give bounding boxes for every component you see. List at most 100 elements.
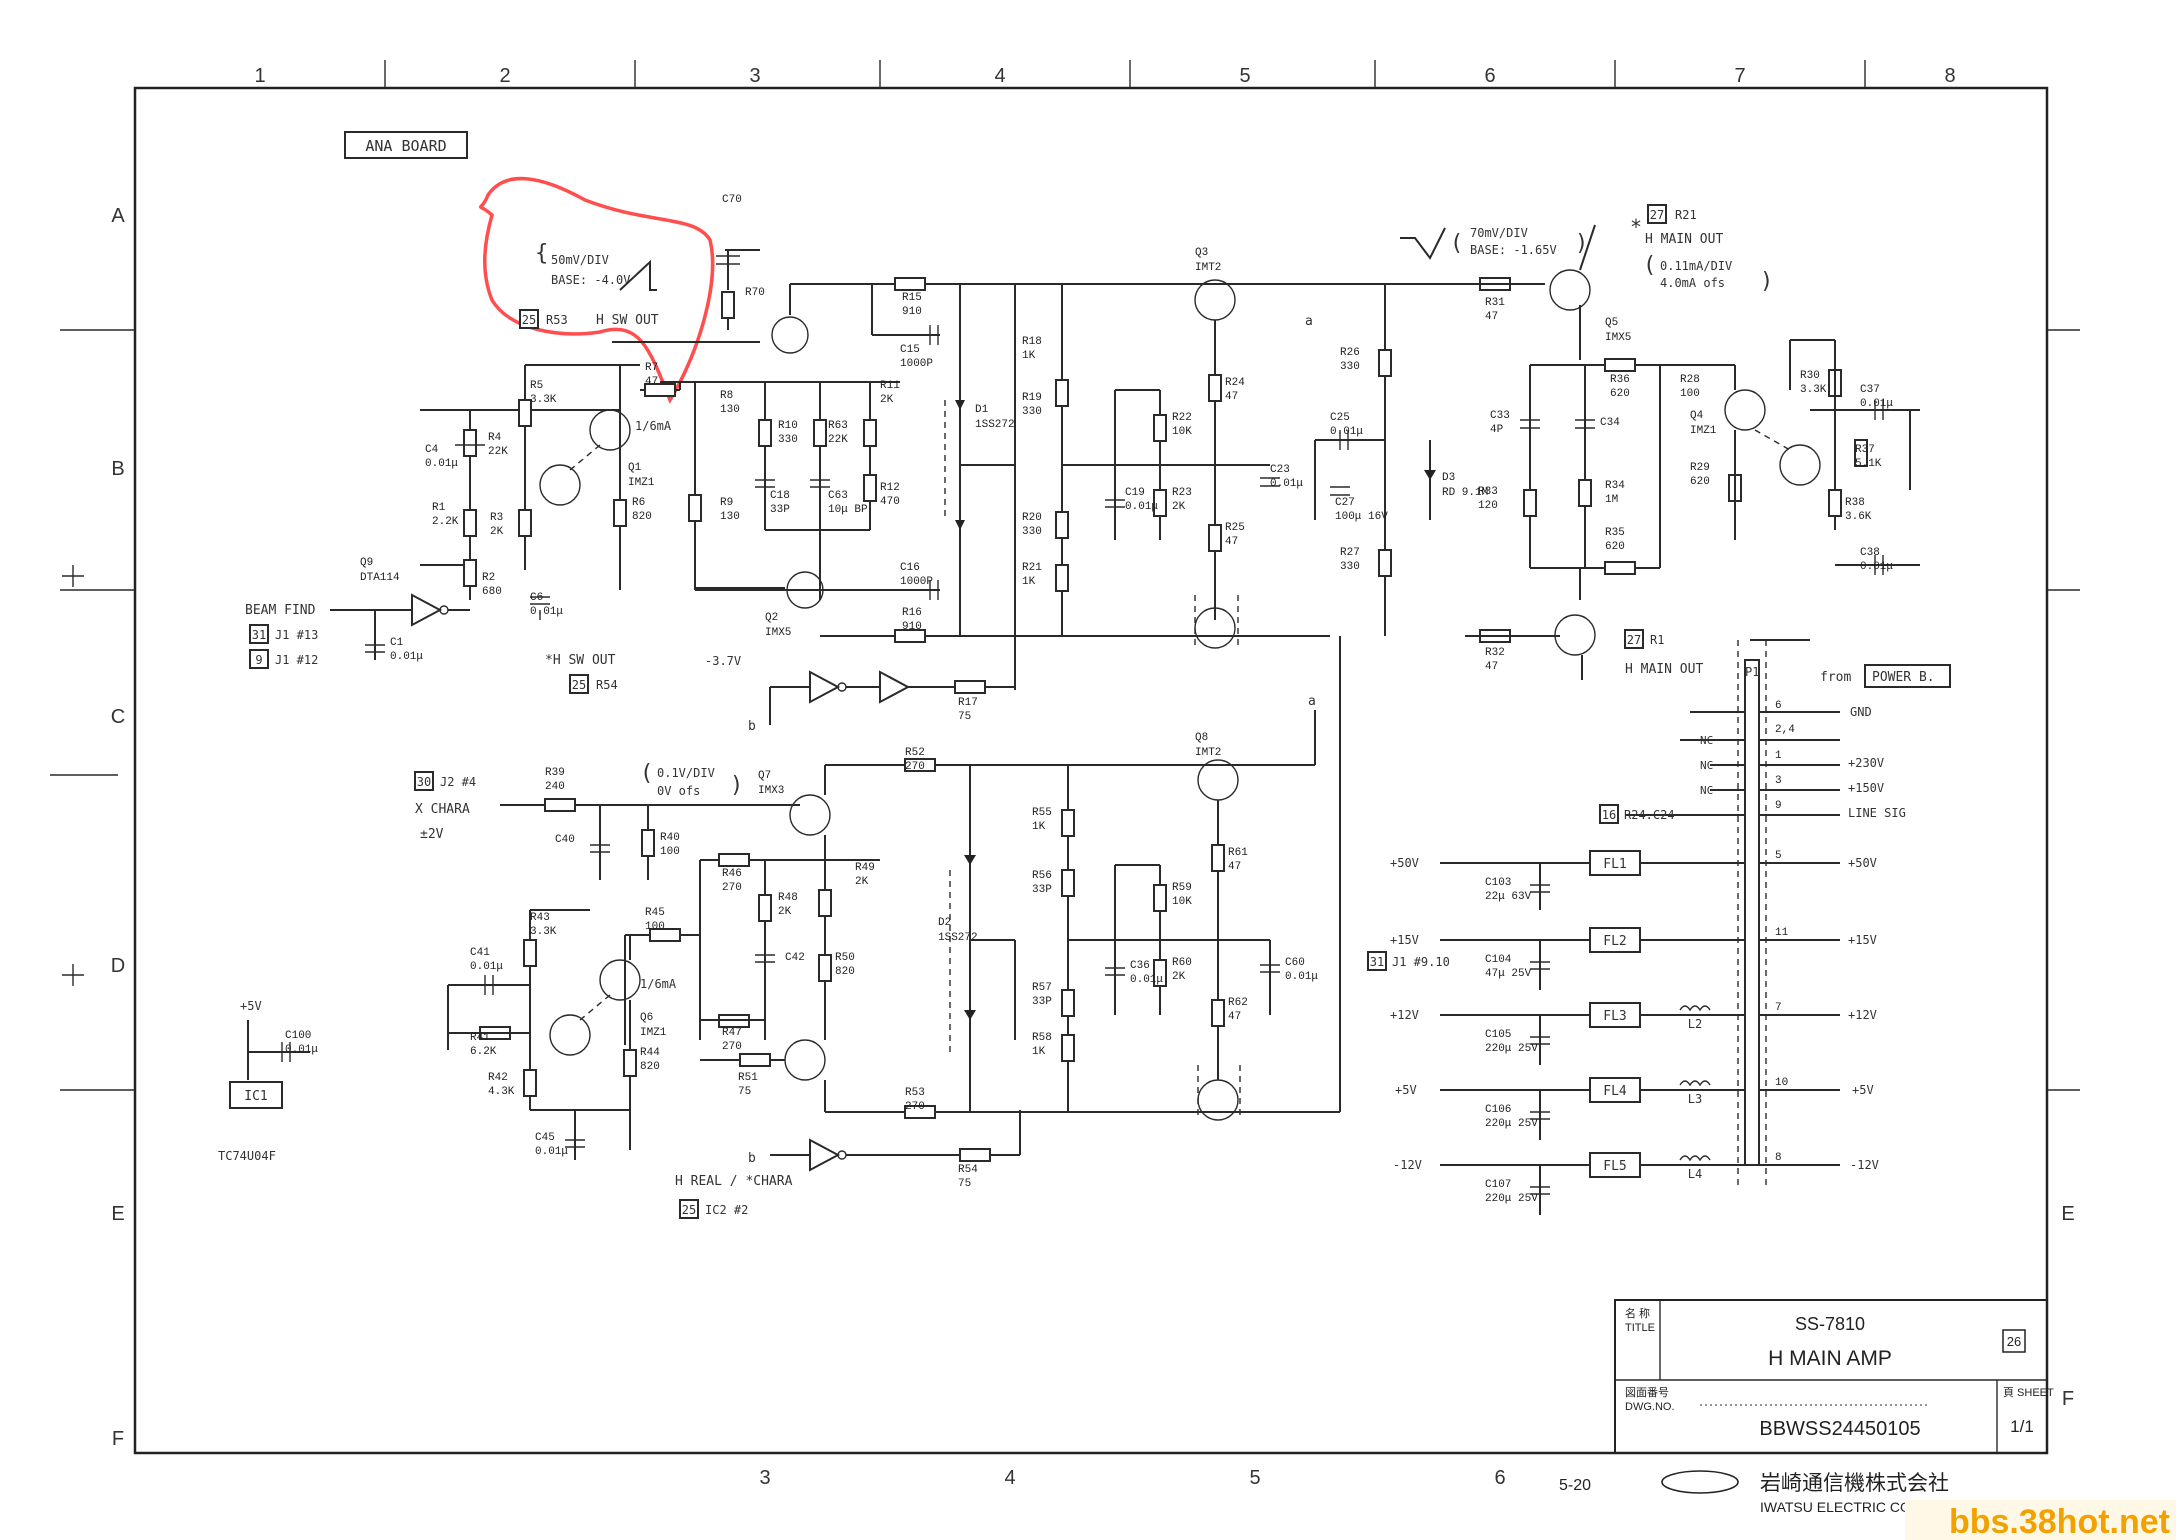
svg-text:GND: GND bbox=[1850, 705, 1872, 719]
drawing-number: BBWSS24450105 bbox=[1759, 1418, 1920, 1440]
resistor-ref: R9 bbox=[720, 497, 733, 509]
transistor-part: IMZ1 bbox=[640, 1027, 667, 1039]
resistor-ref: R30 bbox=[1800, 370, 1820, 382]
resistor-ref: R8 bbox=[720, 390, 733, 402]
resistor-ref: R41 bbox=[470, 1032, 490, 1044]
current-main: 0.11mA/DIV bbox=[1660, 259, 1732, 273]
capacitor-value: 220μ 25V bbox=[1485, 1193, 1538, 1205]
capacitor-value: 0.01μ bbox=[1130, 974, 1163, 986]
resistor-value: 620 bbox=[1610, 388, 1630, 400]
resistor-value: 910 bbox=[902, 621, 922, 633]
grid-row-label: D bbox=[111, 955, 125, 977]
svg-text:DWG.NO.: DWG.NO. bbox=[1625, 1401, 1675, 1413]
capacitor-ref: C70 bbox=[722, 194, 742, 206]
resistor-ref: R25 bbox=[1225, 522, 1245, 534]
resistor-ref: R22 bbox=[1172, 412, 1192, 424]
resistor-value: 1K bbox=[1032, 1046, 1046, 1058]
grid-row-label: F bbox=[2062, 1388, 2074, 1410]
svg-text:+5V: +5V bbox=[1852, 1083, 1874, 1097]
svg-text:27: 27 bbox=[1650, 208, 1664, 222]
resistor-value: 2.2K bbox=[432, 516, 459, 528]
resistor-value: 100 bbox=[1680, 388, 1700, 400]
transistor-ref: Q9 bbox=[360, 557, 373, 569]
capacitor-ref: C36 bbox=[1130, 960, 1150, 972]
inductor-label: L4 bbox=[1688, 1167, 1702, 1181]
svg-text:J1 #13: J1 #13 bbox=[275, 628, 318, 642]
resistor-value: 100 bbox=[645, 921, 665, 933]
svg-text:図面番号: 図面番号 bbox=[1625, 1386, 1669, 1399]
connector-pin: 7 bbox=[1775, 1002, 1782, 1014]
connector-label: R53 bbox=[546, 313, 568, 327]
svg-text:9: 9 bbox=[255, 653, 262, 667]
resistor-ref: R60 bbox=[1172, 957, 1192, 969]
svg-text:+5V: +5V bbox=[240, 999, 262, 1013]
resistor-value: 2K bbox=[880, 394, 894, 406]
capacitor-ref: C25 bbox=[1330, 412, 1350, 424]
resistor-value: 3.3K bbox=[530, 926, 557, 938]
capacitor-value: 0.01μ bbox=[1860, 398, 1893, 410]
transistor-part: DTA114 bbox=[360, 572, 400, 584]
sheet-count: 1/1 bbox=[2010, 1417, 2034, 1436]
filter-label: FL4 bbox=[1603, 1084, 1627, 1099]
grid-row-label: C bbox=[111, 706, 125, 728]
grid-column-label: 7 bbox=[1734, 65, 1745, 87]
connector-pin: 6 bbox=[1775, 700, 1782, 712]
svg-text:+5V: +5V bbox=[1395, 1083, 1417, 1097]
diode-part: 1SS272 bbox=[938, 932, 978, 944]
transistor-part: IMX3 bbox=[758, 785, 784, 797]
company-name-en: IWATSU ELECTRIC CO.,LTD. bbox=[1760, 1499, 1948, 1515]
title-sheet-num: 26 bbox=[2007, 1334, 2021, 1349]
resistor-ref: R57 bbox=[1032, 982, 1052, 994]
resistor-value: 270 bbox=[722, 1041, 742, 1053]
connector-pin: 2,4 bbox=[1775, 724, 1795, 736]
resistor-ref: R31 bbox=[1485, 297, 1505, 309]
connector-pin: 8 bbox=[1775, 1152, 1782, 1164]
xchara-ofs: 0V ofs bbox=[657, 784, 700, 798]
capacitor-ref: C41 bbox=[470, 947, 490, 959]
filter-label: FL3 bbox=[1603, 1009, 1626, 1024]
resistor-ref: R20 bbox=[1022, 512, 1042, 524]
resistor-value: 820 bbox=[640, 1061, 660, 1073]
capacitor-value: 0.01μ bbox=[1330, 426, 1363, 438]
resistor-ref: R63 bbox=[828, 420, 848, 432]
connector-pin: 3 bbox=[1775, 775, 1782, 787]
resistor-value: 4.3K bbox=[488, 1086, 515, 1098]
resistor-value: 5.1K bbox=[1855, 458, 1882, 470]
resistor-value: 47 bbox=[1228, 861, 1241, 873]
resistor-ref: R4 bbox=[488, 432, 502, 444]
grid-column-label: 1 bbox=[254, 65, 265, 87]
grid-column-label: 5 bbox=[1249, 1467, 1260, 1489]
resistor-ref: R36 bbox=[1610, 374, 1630, 386]
svg-text:b: b bbox=[748, 719, 756, 734]
svg-text:31: 31 bbox=[252, 628, 266, 642]
capacitor-ref: C104 bbox=[1485, 954, 1512, 966]
page-number: 5-20 bbox=[1559, 1477, 1591, 1494]
resistor-ref: R32 bbox=[1485, 647, 1505, 659]
title-name: H MAIN AMP bbox=[1768, 1347, 1892, 1370]
capacitor-value: 33P bbox=[770, 504, 790, 516]
capacitor-value: 0.01μ bbox=[470, 961, 503, 973]
resistor-ref: R5 bbox=[530, 380, 543, 392]
resistor-ref: R29 bbox=[1690, 462, 1710, 474]
resistor-ref: R28 bbox=[1680, 374, 1700, 386]
capacitor-ref: C23 bbox=[1270, 464, 1290, 476]
svg-text:-12V: -12V bbox=[1393, 1158, 1422, 1172]
resistor-ref: R62 bbox=[1228, 997, 1248, 1009]
svg-text:): ) bbox=[730, 773, 743, 798]
current-main2: 4.0mA ofs bbox=[1660, 276, 1725, 290]
resistor-value: 33P bbox=[1032, 884, 1052, 896]
svg-text:from: from bbox=[1820, 670, 1851, 685]
xchara-div: 0.1V/DIV bbox=[657, 766, 715, 780]
inductor-label: L2 bbox=[1688, 1017, 1702, 1031]
transistor-ref: Q6 bbox=[640, 1012, 653, 1024]
resistor-ref: R42 bbox=[488, 1072, 508, 1084]
grid-row-label: B bbox=[111, 458, 124, 480]
resistor-value: 130 bbox=[720, 404, 740, 416]
resistor-ref: R16 bbox=[902, 607, 922, 619]
resistor-ref: R38 bbox=[1845, 497, 1865, 509]
scope1-base: BASE: -4.0V bbox=[551, 273, 630, 287]
resistor-ref: R48 bbox=[778, 892, 798, 904]
capacitor-ref: C18 bbox=[770, 490, 790, 502]
resistor-value: 33P bbox=[1032, 996, 1052, 1008]
